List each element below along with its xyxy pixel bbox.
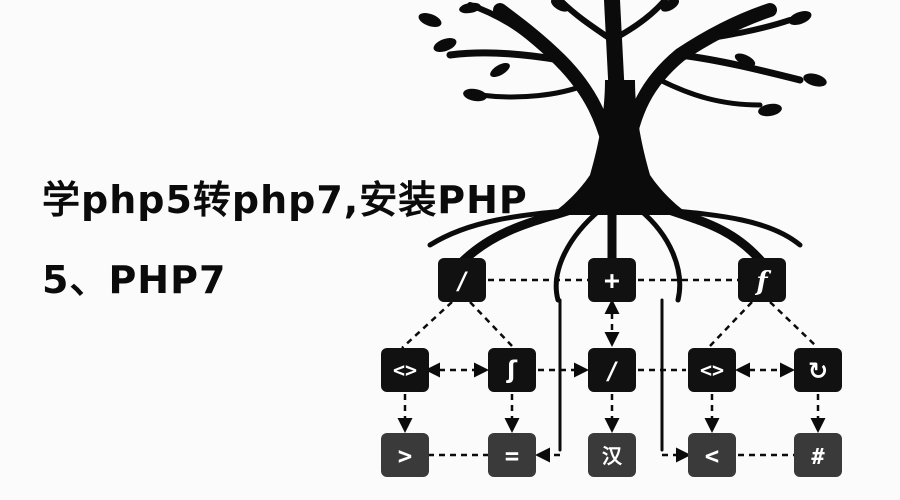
node-mid-4: <> — [688, 348, 736, 392]
node-bottom-3-symbol: 汉 — [602, 444, 623, 468]
node-mid-3: / — [588, 348, 636, 392]
node-mid-1: <> — [381, 348, 429, 392]
node-mid-3-symbol: / — [605, 357, 619, 385]
node-bottom-4: < — [688, 433, 736, 477]
node-bottom-1-symbol: > — [398, 442, 412, 470]
node-bottom-4-symbol: < — [705, 442, 719, 470]
node-mid-5-symbol: ↻ — [808, 357, 828, 385]
tree-trunk — [550, 80, 690, 215]
node-top-center: + — [588, 258, 636, 302]
node-bottom-2: = — [488, 433, 536, 477]
node-bottom-2-symbol: = — [505, 442, 519, 470]
node-mid-2: ʃ — [488, 348, 536, 392]
node-mid-4-symbol: <> — [700, 358, 724, 382]
node-mid-2-symbol: ʃ — [506, 356, 518, 384]
node-top-center-symbol: + — [604, 266, 620, 296]
node-mid-5: ↻ — [794, 348, 842, 392]
tree-roots — [427, 200, 803, 452]
node-bottom-5-symbol: # — [811, 445, 825, 470]
node-top-left-symbol: / — [455, 267, 469, 295]
node-bottom-1: > — [381, 433, 429, 477]
headline-line-1: 学php5转php7,安装PHP — [42, 178, 528, 222]
node-top-right: f — [738, 258, 786, 302]
flow-connectors — [397, 278, 826, 463]
node-top-left: / — [438, 258, 486, 302]
article-headline: 学php5转php7,安装PHP 5、PHP7 — [42, 160, 528, 320]
tree-leaves — [418, 0, 827, 117]
node-bottom-5: # — [794, 433, 842, 477]
node-bottom-3: 汉 — [588, 433, 636, 477]
node-mid-1-symbol: <> — [393, 358, 417, 382]
headline-line-2: 5、PHP7 — [42, 258, 227, 302]
node-top-right-symbol: f — [754, 267, 771, 297]
